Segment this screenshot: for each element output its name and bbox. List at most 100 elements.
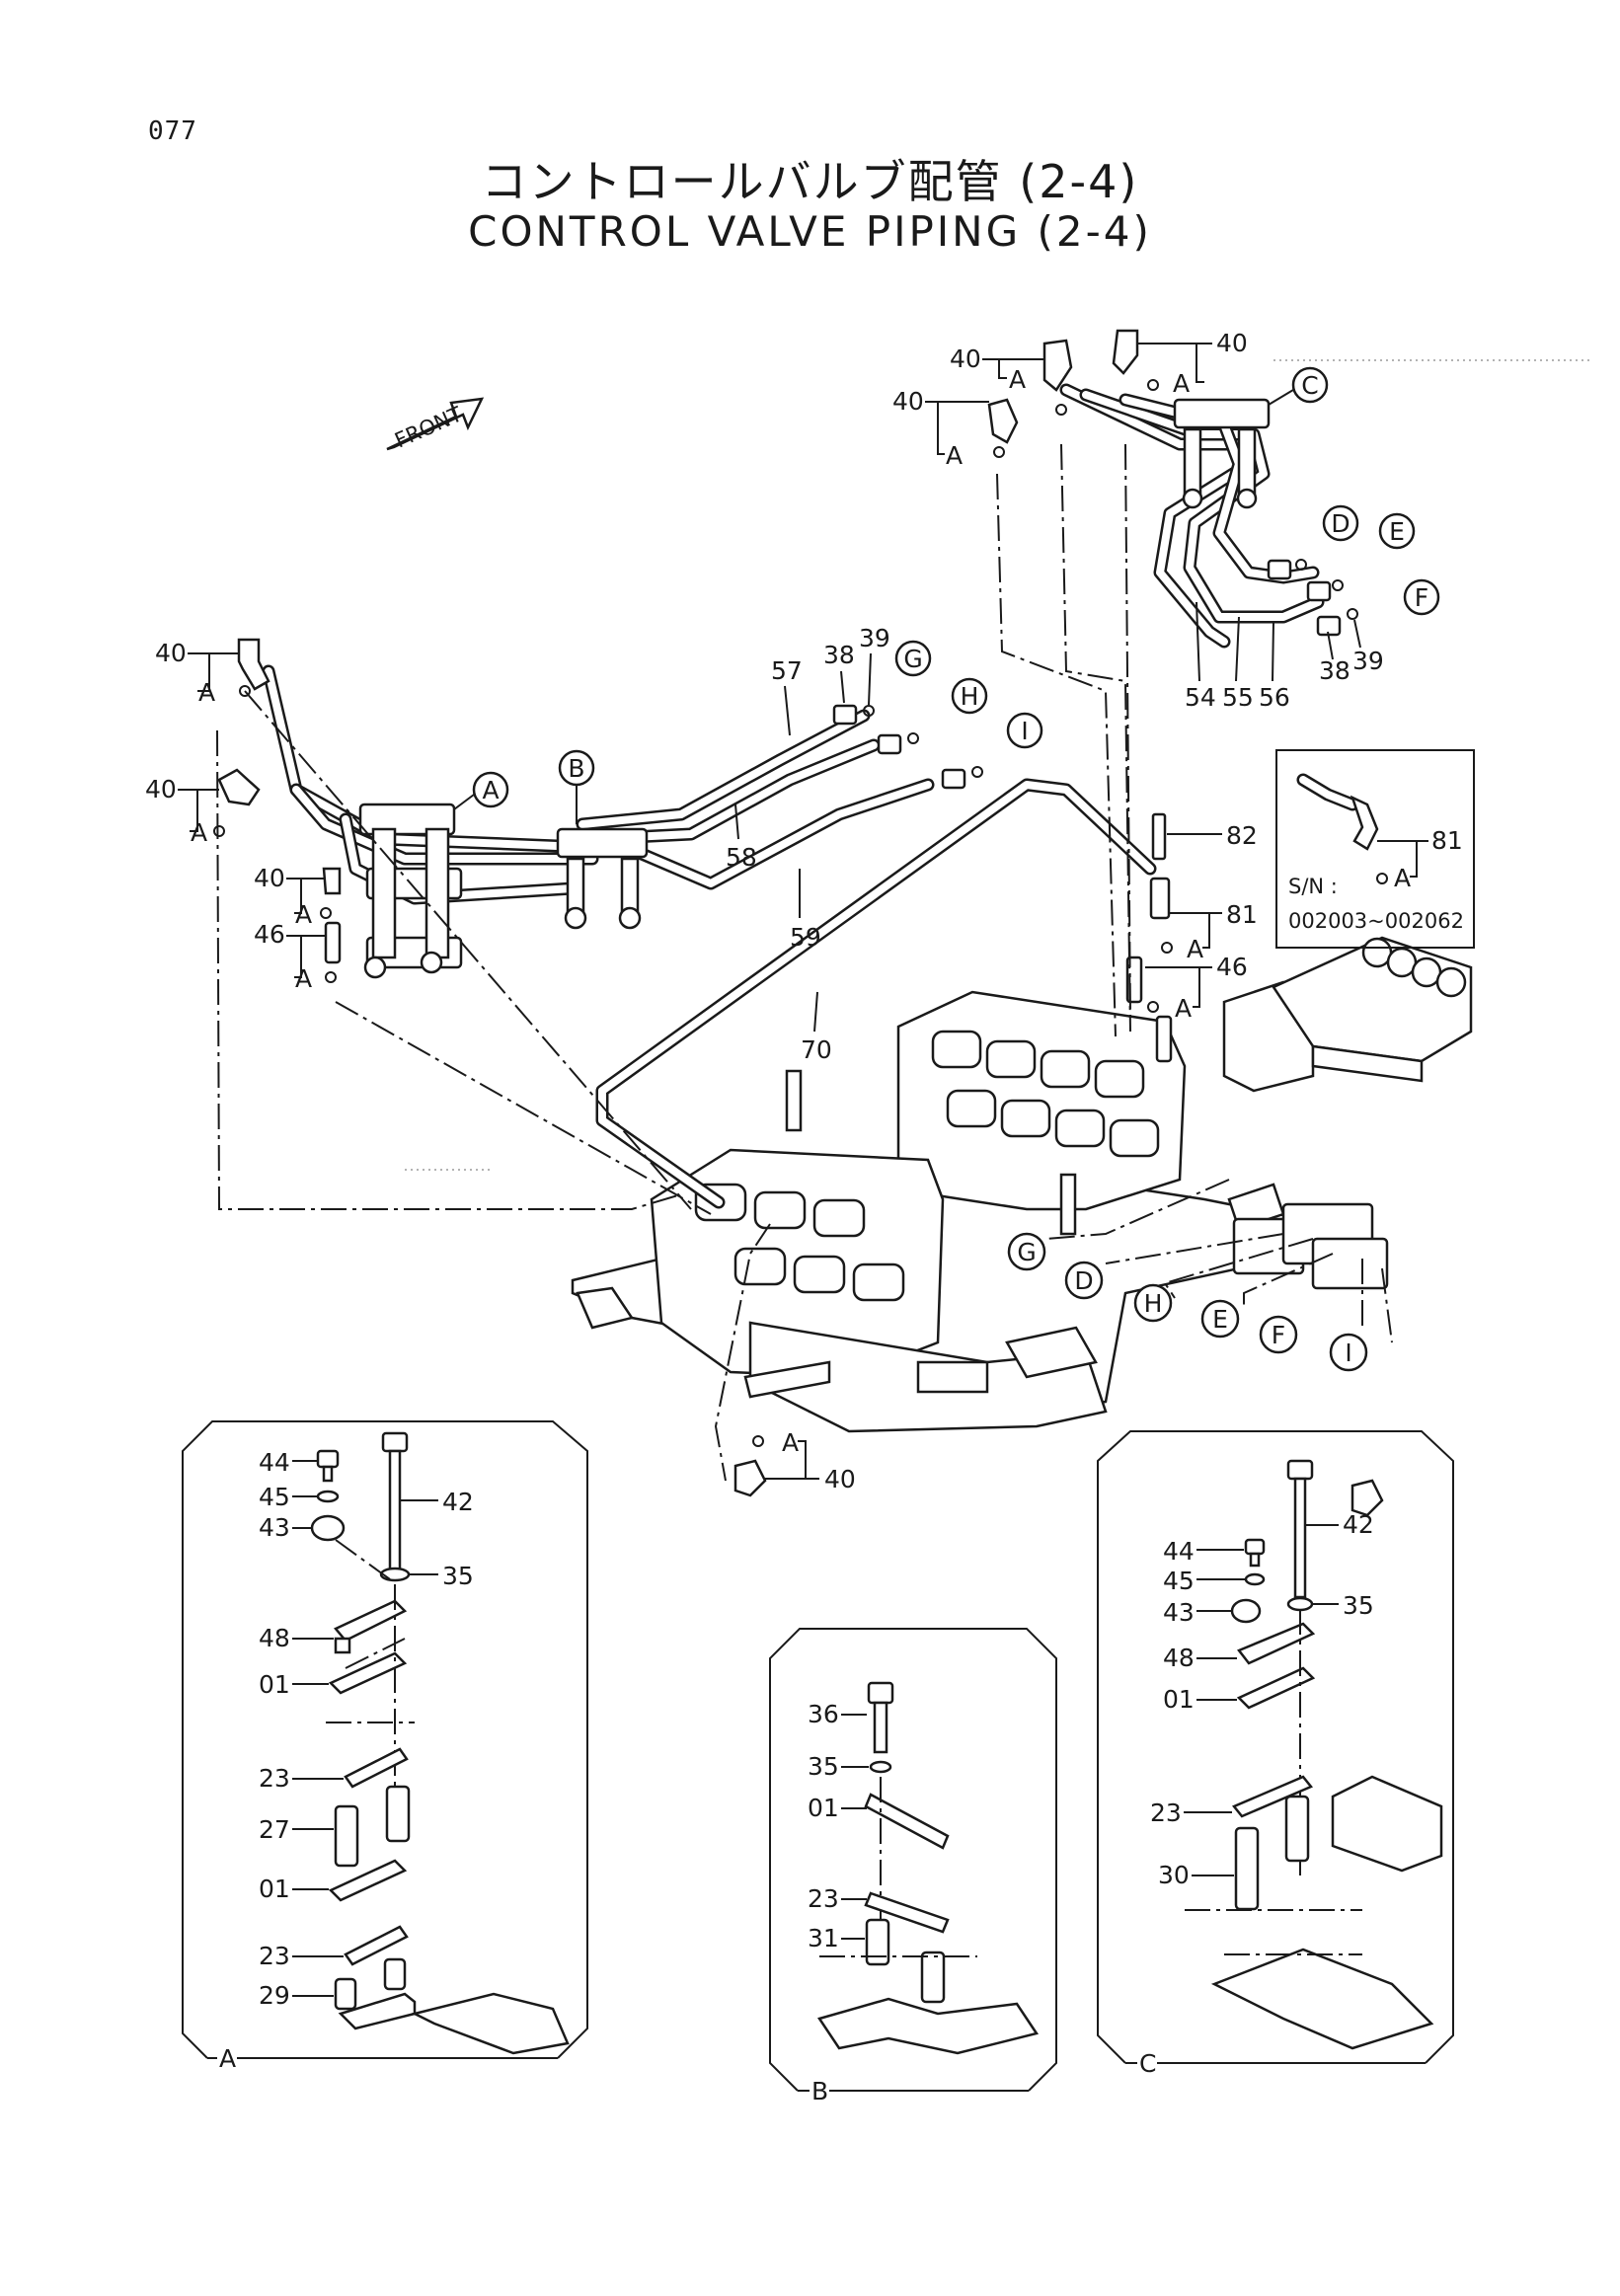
detail-a-27: 27 (259, 1815, 290, 1844)
control-valve-assembly (571, 936, 1473, 1433)
part-59: 59 (790, 923, 821, 952)
fittings (217, 329, 1384, 1517)
detail-view-b: B 36 35 01 23 31 (769, 1628, 1057, 2105)
part-58: 58 (726, 843, 757, 872)
detail-b-36: 36 (808, 1700, 839, 1728)
o-ring-a-8: A (1187, 935, 1203, 963)
detail-c-43: 43 (1163, 1598, 1195, 1627)
o-ring-a-3: A (295, 900, 312, 929)
detail-a-23-lower: 23 (259, 1942, 290, 1970)
part-40-top-3: 40 (1216, 329, 1248, 357)
detail-c-label: C (1139, 2049, 1156, 2078)
page-title-english: CONTROL VALVE PIPING (2-4) (468, 207, 1152, 256)
callout-circles: A B C D E F G H I G D H E F I (453, 366, 1440, 1372)
part-46-left: 46 (254, 920, 285, 949)
callout-h-lower: H (1144, 1289, 1163, 1318)
callout-f: F (1415, 583, 1428, 612)
detail-a-43: 43 (259, 1513, 290, 1542)
detail-c-48: 48 (1163, 1644, 1195, 1672)
pipe-left-bundle (262, 664, 639, 905)
part-labels-main: 40 A 40 A 40 A 46 A 40 A 40 A 40 A (145, 329, 1384, 1493)
part-46-right: 46 (1216, 953, 1248, 981)
detail-a-29: 29 (259, 1981, 290, 2010)
callout-e: E (1389, 517, 1405, 546)
part-38-right: 38 (1319, 656, 1350, 685)
o-ring-a-5: A (1009, 365, 1026, 394)
o-ring-a-7: A (1173, 369, 1190, 398)
detail-a-01-lower: 01 (259, 1875, 290, 1903)
o-ring-a-1: A (198, 678, 215, 707)
callout-c: C (1301, 371, 1318, 400)
detail-a-35: 35 (442, 1562, 474, 1590)
detail-view-c: C 42 35 44 45 43 48 01 23 30 (1097, 1430, 1454, 2078)
detail-a-42: 42 (442, 1488, 474, 1516)
callout-g-lower: G (1017, 1238, 1036, 1266)
callout-i: I (1021, 717, 1028, 745)
detail-c-44: 44 (1163, 1537, 1195, 1566)
detail-a-label: A (219, 2044, 236, 2073)
pipe-70 (595, 778, 1157, 1209)
detail-a-23-upper: 23 (259, 1764, 290, 1793)
detail-c-23: 23 (1150, 1799, 1182, 1827)
part-40-left-3: 40 (254, 864, 285, 892)
callout-a: A (482, 776, 499, 804)
part-55: 55 (1222, 683, 1254, 712)
detail-a-48: 48 (259, 1624, 290, 1652)
detail-c-01: 01 (1163, 1685, 1195, 1714)
part-40-left-2: 40 (145, 775, 177, 804)
callout-d-lower: D (1074, 1266, 1093, 1295)
part-40-bottom: 40 (824, 1465, 856, 1493)
part-70: 70 (801, 1035, 832, 1064)
o-ring-a-inset: A (1394, 864, 1411, 892)
o-ring-a-9: A (1175, 994, 1192, 1023)
clamp-assembly-a (358, 803, 463, 979)
sn-range: 002003~002062 (1288, 909, 1464, 933)
leader-lines (216, 359, 1589, 1482)
part-40-top-2: 40 (892, 387, 924, 416)
part-39-upper: 39 (859, 624, 890, 652)
part-38-upper: 38 (823, 641, 855, 669)
callout-b: B (568, 754, 584, 783)
detail-c-35: 35 (1343, 1591, 1374, 1620)
pipe-59 (635, 778, 935, 890)
callout-f-lower: F (1272, 1321, 1285, 1349)
detail-a-01-upper: 01 (259, 1670, 290, 1699)
page-title-japanese: コントロールバルブ配管 (2-4) (481, 155, 1139, 208)
pipe-57 (576, 709, 871, 831)
callout-h: H (961, 682, 979, 711)
part-81-inset: 81 (1431, 826, 1463, 855)
o-ring-a-10: A (782, 1428, 799, 1457)
callout-g: G (903, 645, 922, 673)
front-label: FRONT (391, 402, 465, 452)
front-arrow: FRONT (386, 397, 485, 453)
detail-b-35: 35 (808, 1752, 839, 1781)
part-81-main: 81 (1226, 900, 1258, 929)
o-ring-a-4: A (295, 964, 312, 993)
part-54: 54 (1185, 683, 1216, 712)
detail-view-a: A 42 35 44 45 43 48 01 23 27 (182, 1420, 588, 2073)
part-82: 82 (1226, 821, 1258, 850)
serial-number-inset: 81 A S/N : 002003~002062 (1275, 749, 1475, 949)
callout-d: D (1331, 509, 1350, 538)
detail-a-45: 45 (259, 1483, 290, 1511)
detail-b-23: 23 (808, 1884, 839, 1913)
detail-b-01: 01 (808, 1794, 839, 1822)
part-56: 56 (1259, 683, 1290, 712)
page-number: 077 (148, 116, 197, 146)
sn-label: S/N : (1288, 875, 1338, 898)
part-39-right: 39 (1352, 647, 1384, 675)
o-ring-a-2: A (191, 818, 207, 847)
o-ring-a-6: A (946, 441, 963, 470)
detail-c-30: 30 (1158, 1861, 1190, 1889)
callout-e-lower: E (1212, 1305, 1228, 1334)
detail-a-44: 44 (259, 1448, 290, 1477)
callout-i-lower: I (1345, 1339, 1351, 1367)
part-40-left-1: 40 (155, 639, 187, 667)
clamp-assembly-b (556, 827, 649, 930)
detail-c-42: 42 (1343, 1510, 1374, 1539)
detail-b-31: 31 (808, 1924, 839, 1952)
clamp-assembly-c (1173, 398, 1271, 509)
part-57: 57 (771, 656, 803, 685)
detail-c-45: 45 (1163, 1567, 1195, 1595)
